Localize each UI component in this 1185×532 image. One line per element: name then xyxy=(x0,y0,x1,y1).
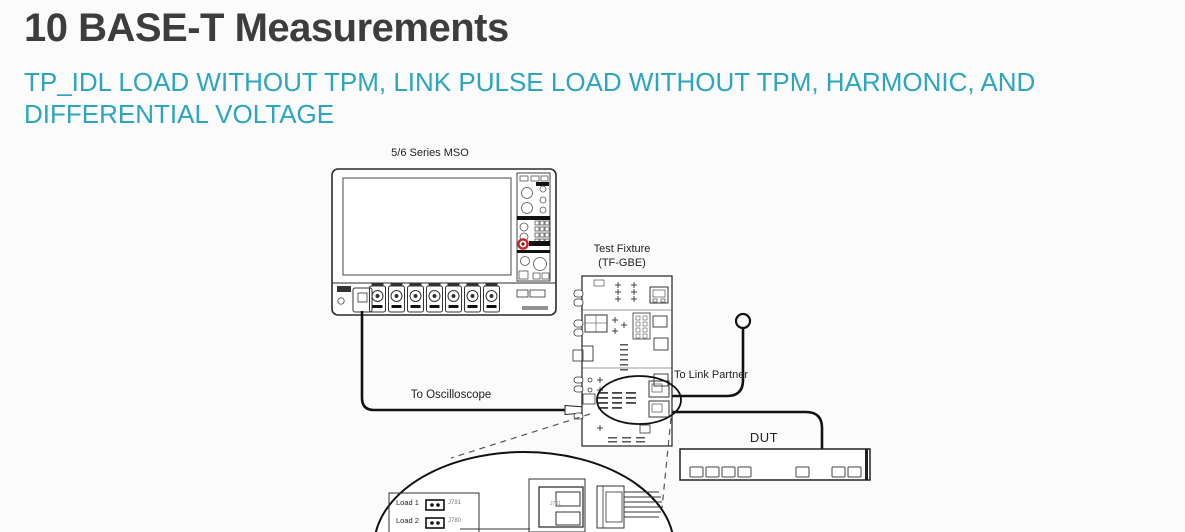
test-fixture-model: (TF-GBE) xyxy=(598,257,646,269)
page-title: 10 BASE-T Measurements xyxy=(24,6,509,50)
magnified-view-drawing xyxy=(374,451,674,532)
load1-jumper-refdes: J791 xyxy=(448,500,462,506)
dut-label: DUT xyxy=(749,430,779,445)
dut-drawing xyxy=(679,448,871,481)
oscilloscope-drawing xyxy=(331,168,557,316)
load1-label: Load 1 xyxy=(396,498,419,507)
rj45-plug-and-cable xyxy=(596,485,662,529)
magnifier-projection-lines xyxy=(450,413,672,509)
to-link-partner-label: To Link Partner xyxy=(674,369,748,381)
subtitle-line-1: TP_IDL LOAD WITHOUT TPM, LINK PULSE LOAD… xyxy=(24,67,1036,97)
test-fixture-drawing xyxy=(572,275,682,447)
rj45-jack xyxy=(528,478,586,532)
scope-input-row xyxy=(337,283,548,313)
page-subtitle: TP_IDL LOAD WITHOUT TPM, LINK PULSE LOAD… xyxy=(24,66,1035,130)
load1-jumper xyxy=(425,499,445,511)
cable-to-link-partner xyxy=(668,312,752,398)
subtitle-line-2: DIFFERENTIAL VOLTAGE xyxy=(24,99,335,129)
bnc-connectors xyxy=(369,283,500,313)
load2-label: Load 2 xyxy=(396,516,419,525)
load2-jumper xyxy=(425,517,445,529)
load2-jumper-refdes: J780 xyxy=(448,518,462,524)
rj45-connector-refdes: J781 xyxy=(550,501,561,507)
scope-control-panel xyxy=(516,172,551,282)
fixture-callout-ellipse xyxy=(596,375,682,425)
to-oscilloscope-label: To Oscilloscope xyxy=(410,389,492,401)
highlighted-knob xyxy=(517,238,529,250)
test-fixture-label: Test Fixture xyxy=(593,243,651,255)
oscilloscope-label: 5/6 Series MSO xyxy=(391,147,469,159)
